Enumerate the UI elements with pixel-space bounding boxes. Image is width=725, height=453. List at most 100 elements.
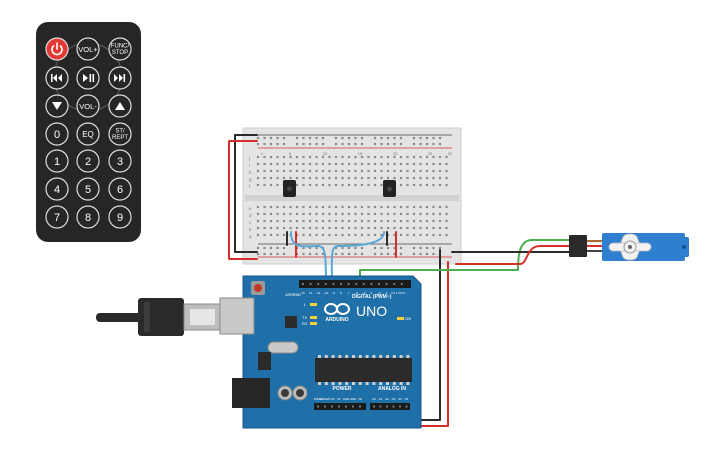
breadboard-rail-hole[interactable] <box>386 136 390 140</box>
breadboard-hole[interactable] <box>315 226 318 230</box>
breadboard-hole[interactable] <box>347 176 351 180</box>
breadboard-hole[interactable] <box>302 219 305 223</box>
breadboard-rail-hole[interactable] <box>315 252 318 256</box>
breadboard-hole[interactable] <box>289 176 292 180</box>
breadboard-rail-hole[interactable] <box>321 136 325 140</box>
breadboard-hole[interactable] <box>386 226 390 230</box>
breadboard-hole[interactable] <box>445 212 448 216</box>
breadboard-hole[interactable] <box>425 205 429 209</box>
breadboard-hole[interactable] <box>425 233 429 237</box>
breadboard-hole[interactable] <box>445 219 448 223</box>
breadboard-hole[interactable] <box>373 176 377 180</box>
breadboard-hole[interactable] <box>393 226 396 230</box>
breadboard-hole[interactable] <box>406 183 409 187</box>
breadboard-hole[interactable] <box>419 162 422 166</box>
digital-pin[interactable] <box>385 283 388 285</box>
remote-next-button[interactable] <box>108 66 132 90</box>
breadboard-rail-hole[interactable] <box>386 246 390 250</box>
remote-digit-8-button[interactable]: 8 <box>76 205 100 229</box>
breadboard-hole[interactable] <box>445 155 448 159</box>
breadboard-hole[interactable] <box>289 169 292 173</box>
breadboard-hole[interactable] <box>438 183 442 187</box>
remote-power-button[interactable] <box>45 37 69 61</box>
remote-zero-button[interactable]: 0 <box>45 122 69 146</box>
breadboard-rail-hole[interactable] <box>308 252 312 256</box>
breadboard-hole[interactable] <box>263 169 266 173</box>
breadboard-hole[interactable] <box>315 205 318 209</box>
breadboard-rail-hole[interactable] <box>425 246 429 250</box>
breadboard-hole[interactable] <box>399 212 403 216</box>
analog-pin[interactable] <box>386 405 388 408</box>
breadboard-hole[interactable] <box>341 176 344 180</box>
breadboard-hole[interactable] <box>321 155 325 159</box>
breadboard-rail-hole[interactable] <box>302 246 305 250</box>
breadboard-hole[interactable] <box>386 212 390 216</box>
breadboard-hole[interactable] <box>315 183 318 187</box>
breadboard-hole[interactable] <box>419 212 422 216</box>
breadboard-rail-hole[interactable] <box>373 136 377 140</box>
breadboard-rail-hole[interactable] <box>347 246 351 250</box>
breadboard-hole[interactable] <box>347 212 351 216</box>
breadboard-hole[interactable] <box>321 205 325 209</box>
breadboard-hole[interactable] <box>445 169 448 173</box>
breadboard-hole[interactable] <box>263 233 266 237</box>
breadboard-hole[interactable] <box>412 212 416 216</box>
usb-cable[interactable] <box>96 298 223 336</box>
breadboard-hole[interactable] <box>321 226 325 230</box>
breadboard-hole[interactable] <box>302 205 305 209</box>
breadboard-rail-hole[interactable] <box>354 246 357 250</box>
breadboard-hole[interactable] <box>393 219 396 223</box>
breadboard-hole[interactable] <box>406 155 409 159</box>
power-pin[interactable] <box>324 405 326 408</box>
breadboard-hole[interactable] <box>432 219 435 223</box>
analog-pin[interactable] <box>373 405 375 408</box>
breadboard-hole[interactable] <box>276 183 279 187</box>
digital-pin[interactable] <box>362 283 365 285</box>
breadboard-hole[interactable] <box>406 226 409 230</box>
breadboard-hole[interactable] <box>341 205 344 209</box>
breadboard-hole[interactable] <box>341 155 344 159</box>
breadboard-hole[interactable] <box>438 162 442 166</box>
breadboard-rail-hole[interactable] <box>412 142 416 146</box>
breadboard-hole[interactable] <box>406 212 409 216</box>
breadboard-hole[interactable] <box>269 212 273 216</box>
breadboard-hole[interactable] <box>432 205 435 209</box>
breadboard-hole[interactable] <box>393 162 396 166</box>
breadboard-hole[interactable] <box>334 183 338 187</box>
breadboard-hole[interactable] <box>432 169 435 173</box>
breadboard-hole[interactable] <box>256 219 260 223</box>
breadboard-rail-hole[interactable] <box>295 142 299 146</box>
breadboard-hole[interactable] <box>295 219 299 223</box>
breadboard-rail-hole[interactable] <box>263 252 266 256</box>
breadboard-hole[interactable] <box>315 162 318 166</box>
breadboard-rail-hole[interactable] <box>347 136 351 140</box>
power-pin[interactable] <box>317 405 319 408</box>
breadboard-hole[interactable] <box>393 169 396 173</box>
breadboard-hole[interactable] <box>380 155 383 159</box>
breadboard-rail-hole[interactable] <box>295 136 299 140</box>
breadboard-hole[interactable] <box>445 226 448 230</box>
breadboard-rail-hole[interactable] <box>341 252 344 256</box>
breadboard-hole[interactable] <box>308 205 312 209</box>
breadboard-hole[interactable] <box>399 155 403 159</box>
breadboard-hole[interactable] <box>380 212 383 216</box>
breadboard-rail-hole[interactable] <box>399 136 403 140</box>
breadboard-hole[interactable] <box>445 233 448 237</box>
breadboard-hole[interactable] <box>393 155 396 159</box>
breadboard-hole[interactable] <box>276 176 279 180</box>
arduino-analog-header[interactable] <box>370 403 410 410</box>
breadboard-hole[interactable] <box>367 212 370 216</box>
breadboard-hole[interactable] <box>308 212 312 216</box>
breadboard-rail-hole[interactable] <box>399 252 403 256</box>
breadboard-hole[interactable] <box>321 176 325 180</box>
breadboard-hole[interactable] <box>432 176 435 180</box>
breadboard-hole[interactable] <box>334 169 338 173</box>
analog-pin[interactable] <box>399 405 401 408</box>
breadboard-hole[interactable] <box>295 183 299 187</box>
digital-pin[interactable] <box>309 283 312 285</box>
breadboard-hole[interactable] <box>328 155 331 159</box>
breadboard-hole[interactable] <box>412 233 416 237</box>
remote-digit-7-button[interactable]: 7 <box>45 205 69 229</box>
breadboard-hole[interactable] <box>282 219 286 223</box>
breadboard-hole[interactable] <box>276 226 279 230</box>
